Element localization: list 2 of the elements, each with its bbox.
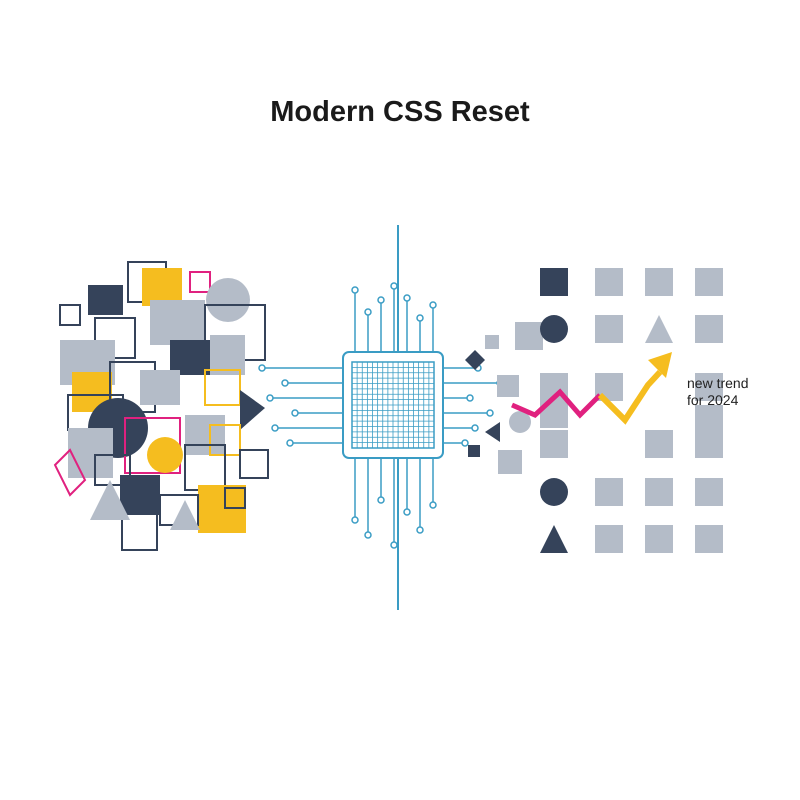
annotation-text: new trend for 2024: [687, 375, 750, 409]
title: Modern CSS Reset: [269, 96, 531, 129]
